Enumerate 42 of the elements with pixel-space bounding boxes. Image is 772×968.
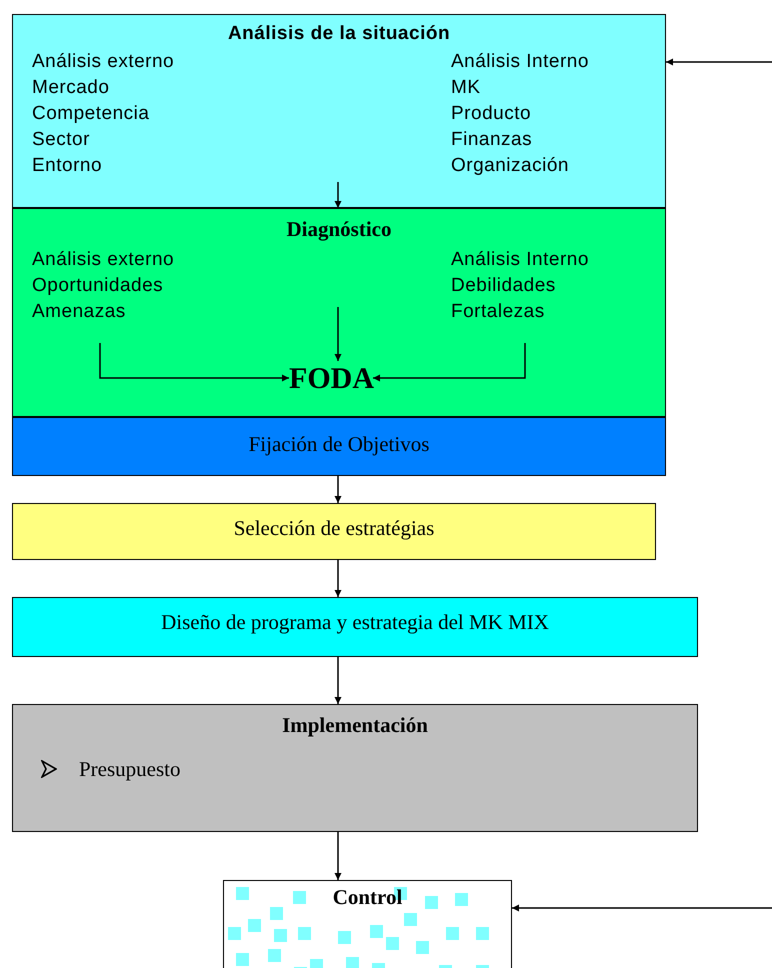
list-item: Organización bbox=[451, 155, 569, 178]
list-item: Entorno bbox=[32, 155, 102, 178]
list-item: Fijación de Objetivos bbox=[248, 432, 430, 458]
list-item: Selección de estratégias bbox=[234, 516, 434, 542]
list-item: MK bbox=[451, 77, 480, 100]
heading: Implementación bbox=[282, 713, 428, 738]
list-item: Finanzas bbox=[451, 129, 532, 152]
list-item: Análisis externo bbox=[32, 249, 174, 272]
list-item: Oportunidades bbox=[32, 275, 164, 298]
control-box bbox=[223, 880, 512, 968]
arrow bbox=[334, 307, 342, 361]
implementation-box bbox=[12, 704, 698, 832]
list-item: Competencia bbox=[32, 103, 150, 126]
arrow bbox=[334, 832, 342, 880]
objectives-box bbox=[12, 417, 666, 476]
foda-text: FODA bbox=[289, 361, 374, 397]
arrow bbox=[512, 904, 772, 912]
list-item: Análisis Interno bbox=[451, 249, 589, 272]
arrow bbox=[373, 343, 526, 382]
analysis-panel bbox=[12, 14, 666, 208]
list-item: Debilidades bbox=[451, 275, 556, 298]
program-design-box bbox=[12, 597, 698, 657]
list-item: Producto bbox=[451, 103, 532, 126]
arrow bbox=[334, 476, 342, 503]
list-item: Amenazas bbox=[32, 301, 126, 324]
list-item: Mercado bbox=[32, 77, 110, 100]
heading: Análisis de la situación bbox=[228, 23, 450, 46]
list-item: Fortalezas bbox=[451, 301, 545, 324]
list-item: Análisis Interno bbox=[451, 51, 589, 74]
strategy-selection-box bbox=[12, 503, 656, 560]
heading: Diagnóstico bbox=[286, 217, 392, 242]
list-item: Sector bbox=[32, 129, 90, 152]
arrow bbox=[334, 657, 342, 704]
arrow bbox=[99, 343, 289, 382]
diagnosis-panel bbox=[12, 208, 666, 417]
heading: Control bbox=[332, 885, 402, 910]
arrow bbox=[334, 182, 342, 208]
list-item: Análisis externo bbox=[32, 51, 174, 74]
arrow bbox=[666, 58, 772, 66]
arrow bbox=[334, 560, 342, 597]
list-item: Presupuesto bbox=[79, 757, 180, 782]
list-item: Diseño de programa y estrategia del MK MIX bbox=[161, 610, 549, 636]
